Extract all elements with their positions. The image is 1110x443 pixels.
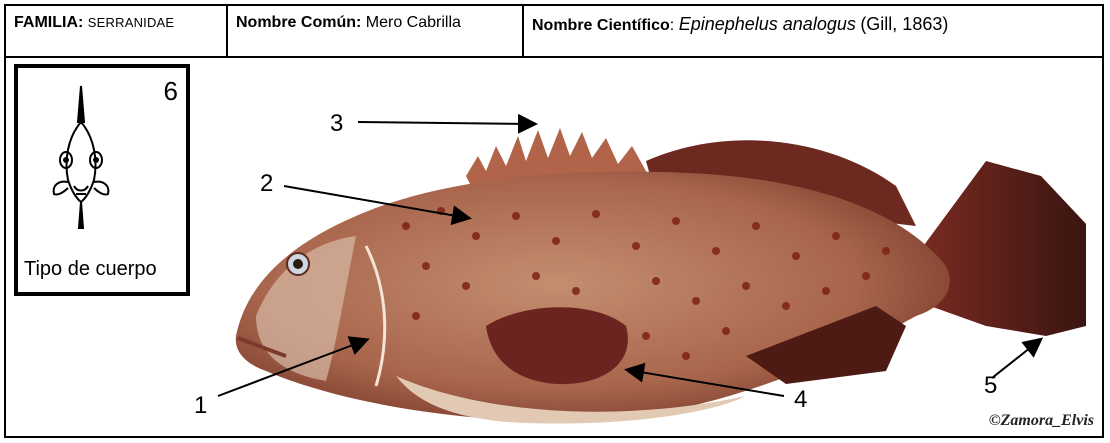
callout-3: 3 — [330, 110, 343, 138]
callout-5: 5 — [984, 372, 997, 400]
species-card: FAMILIA: SERRANIDAE Nombre Común: Mero C… — [4, 4, 1104, 438]
callout-2: 2 — [260, 170, 273, 198]
callout-4: 4 — [794, 386, 807, 414]
photo-credit: ©Zamora_Elvis — [989, 412, 1094, 430]
callout-1: 1 — [194, 392, 207, 420]
callout-arrows — [6, 6, 1106, 440]
